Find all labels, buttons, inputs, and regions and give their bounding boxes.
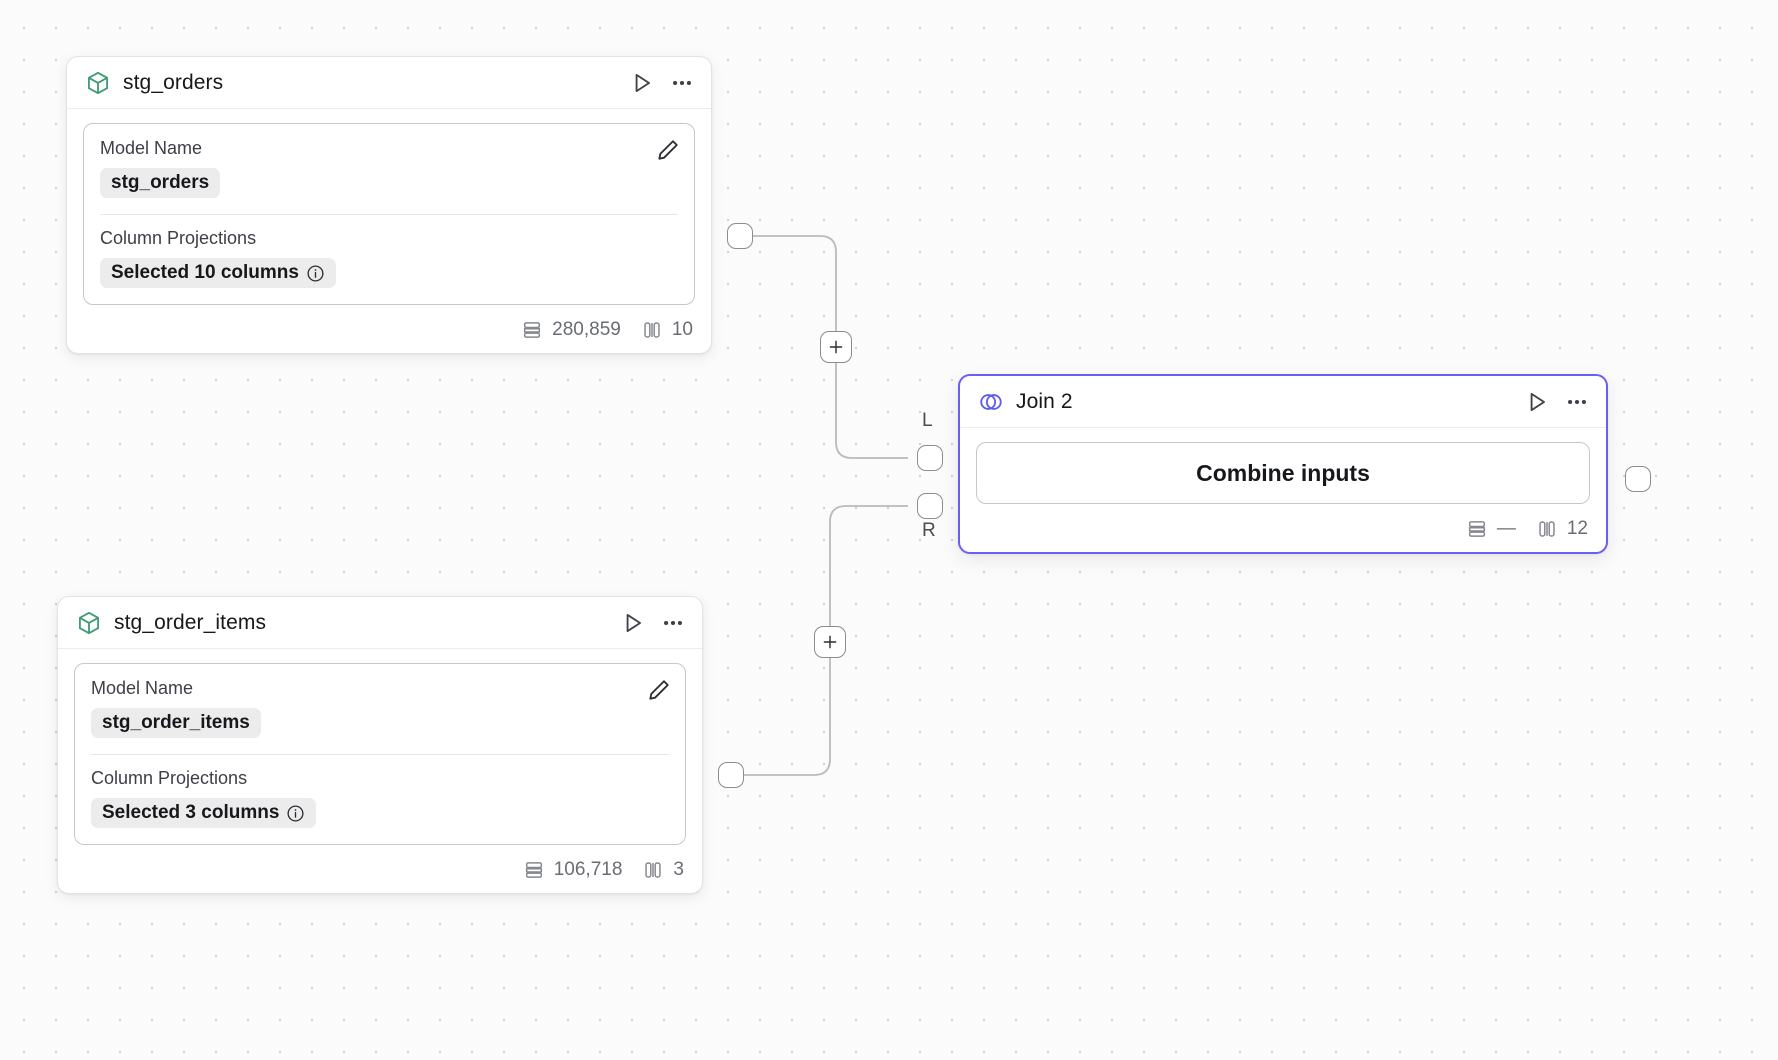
columns-icon <box>642 859 664 881</box>
node-header-actions <box>1524 389 1590 415</box>
node-title: stg_orders <box>123 70 224 94</box>
run-icon[interactable] <box>620 610 646 636</box>
row-count-value: 106,718 <box>553 859 623 880</box>
more-options-icon[interactable] <box>1564 389 1590 415</box>
model-config-box: Model Name stg_orders Column Projections… <box>83 123 695 305</box>
rows-icon <box>1466 518 1488 540</box>
add-node-on-edge-button-bottom[interactable] <box>814 626 846 658</box>
row-count-stat: — <box>1466 518 1516 540</box>
node-stg-orders[interactable]: stg_orders <box>66 56 712 354</box>
node-body: Model Name stg_orders Column Projections… <box>67 109 711 311</box>
divider <box>91 754 669 755</box>
node-title: Join 2 <box>1016 389 1073 413</box>
edit-pencil-icon[interactable] <box>646 677 672 703</box>
info-icon[interactable] <box>306 264 325 283</box>
node-body: Model Name stg_order_items Column Projec… <box>58 649 702 851</box>
node-join-2[interactable]: Join 2 Combine inputs <box>958 374 1608 554</box>
node-header: Join 2 <box>960 376 1606 428</box>
input-port-label-right: R <box>922 520 936 541</box>
column-projections-value[interactable]: Selected 3 columns <box>91 798 317 828</box>
node-header: stg_orders <box>67 57 711 109</box>
model-name-label: Model Name <box>91 678 194 698</box>
row-count-stat: 106,718 <box>523 859 623 881</box>
node-footer: 106,718 3 <box>58 851 702 893</box>
node-stg-order-items[interactable]: stg_order_items <box>57 596 703 894</box>
node-header-actions <box>629 70 695 96</box>
node-header-actions <box>620 610 686 636</box>
model-name-value[interactable]: stg_orders <box>100 168 221 198</box>
input-port-join-right[interactable] <box>917 493 943 519</box>
node-footer: — 12 <box>960 510 1606 552</box>
column-count-stat: 10 <box>641 319 693 341</box>
info-icon[interactable] <box>286 804 305 823</box>
run-icon[interactable] <box>1524 389 1550 415</box>
column-count-stat: 3 <box>642 859 684 881</box>
cube-icon <box>85 70 111 96</box>
column-count-value: 3 <box>673 859 684 880</box>
column-count-value: 12 <box>1566 518 1588 539</box>
input-port-label-left: L <box>922 410 933 431</box>
columns-icon <box>1536 518 1558 540</box>
column-projections-label: Column Projections <box>91 768 248 788</box>
cube-icon <box>76 610 102 636</box>
output-port-stg-orders[interactable] <box>727 223 753 249</box>
plus-icon <box>829 340 843 354</box>
column-count-stat: 12 <box>1536 518 1588 540</box>
edit-pencil-icon[interactable] <box>655 137 681 163</box>
node-footer: 280,859 10 <box>67 311 711 353</box>
row-count-value: — <box>1496 518 1516 539</box>
divider <box>100 214 678 215</box>
add-node-on-edge-button-top[interactable] <box>820 331 852 363</box>
input-port-join-left[interactable] <box>917 445 943 471</box>
model-name-label: Model Name <box>100 138 203 158</box>
row-count-value: 280,859 <box>552 319 621 340</box>
more-options-icon[interactable] <box>669 70 695 96</box>
output-port-stg-order-items[interactable] <box>718 762 744 788</box>
combine-inputs-button[interactable]: Combine inputs <box>976 442 1590 504</box>
plus-icon <box>823 635 837 649</box>
rows-icon <box>521 319 543 341</box>
output-port-join-2[interactable] <box>1625 466 1651 492</box>
run-icon[interactable] <box>629 70 655 96</box>
node-header: stg_order_items <box>58 597 702 649</box>
column-projections-label: Column Projections <box>100 228 257 248</box>
row-count-stat: 280,859 <box>521 319 621 341</box>
columns-icon <box>641 319 663 341</box>
model-name-value[interactable]: stg_order_items <box>91 708 261 738</box>
column-projections-text: Selected 3 columns <box>102 802 280 823</box>
model-config-box: Model Name stg_order_items Column Projec… <box>74 663 686 845</box>
node-title: stg_order_items <box>114 610 267 634</box>
node-body: Combine inputs <box>960 428 1606 510</box>
column-projections-value[interactable]: Selected 10 columns <box>100 258 336 288</box>
rows-icon <box>523 859 545 881</box>
more-options-icon[interactable] <box>660 610 686 636</box>
column-projections-text: Selected 10 columns <box>111 262 299 283</box>
column-count-value: 10 <box>671 319 693 340</box>
venn-join-icon <box>978 389 1004 415</box>
